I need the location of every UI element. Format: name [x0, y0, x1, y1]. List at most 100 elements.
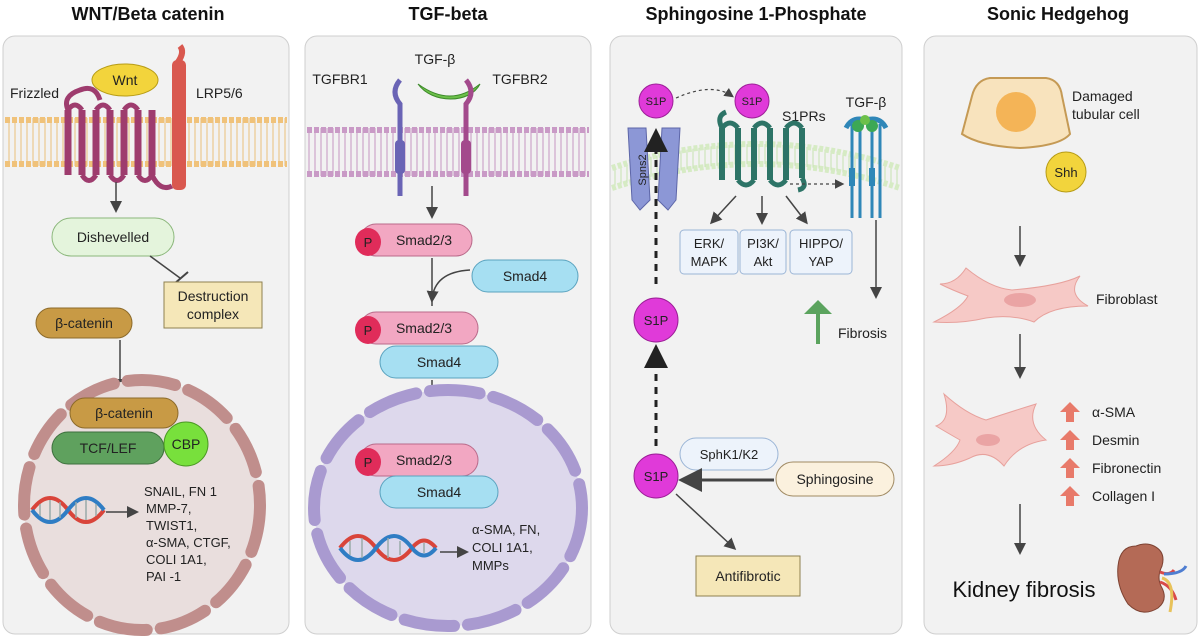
sphk-enzyme — [679, 437, 779, 471]
tgf-target-2: MMPs — [472, 558, 509, 573]
tcf-label: TCF/LEF — [80, 440, 137, 456]
kidney-fibrosis-label: Kidney fibrosis — [952, 577, 1095, 602]
wnt-membrane — [5, 117, 287, 167]
s1p-mid — [633, 297, 679, 343]
tgf-ligand-label: TGF-β — [415, 51, 456, 67]
panel-title-wnt: WNT/Beta catenin — [71, 4, 224, 24]
wnt-target-1: MMP-7, — [146, 501, 192, 516]
lrp-label: LRP5/6 — [196, 85, 243, 101]
tgf-dna — [338, 534, 438, 562]
phospho-b — [355, 316, 381, 344]
smad4-free — [471, 259, 579, 293]
frizzled-receptor — [64, 110, 156, 175]
smad4-complex — [379, 345, 499, 379]
phospho-a-label: P — [364, 235, 373, 250]
fibroblast-nucleus — [1004, 293, 1036, 307]
s1prs-label: S1PRs — [782, 108, 826, 124]
erk-label-2: MAPK — [691, 254, 728, 269]
phospho-a — [355, 228, 381, 256]
tubular-nucleus — [996, 92, 1036, 132]
panel-title-tgf: TGF-beta — [409, 4, 489, 24]
tubular-label-1: Damaged — [1072, 88, 1133, 104]
s1p-exported-label: S1P — [646, 96, 667, 108]
tgfbr1 — [392, 78, 403, 196]
wnt-target-0: SNAIL, FN 1 — [144, 484, 217, 499]
tgfbr2-label: TGFBR2 — [492, 71, 547, 87]
tgfbr1-label: TGFBR1 — [312, 71, 367, 87]
phospho-c — [355, 448, 381, 476]
lrp-receptor — [172, 60, 186, 190]
phospho-b-label: P — [364, 323, 373, 338]
myofibroblast-nucleus — [976, 434, 1000, 446]
tubular-label-2: tubular cell — [1072, 106, 1140, 122]
antifibrotic-label: Antifibrotic — [715, 568, 780, 584]
wnt-dna — [30, 496, 106, 524]
sphingosine — [775, 461, 895, 497]
panel-title-s1p: Sphingosine 1-Phosphate — [645, 4, 866, 24]
shh-ligand — [1045, 151, 1087, 193]
tgf-beta-ligand — [417, 83, 481, 100]
pi3k-label-1: PI3K/ — [747, 236, 779, 251]
myofibroblast-cell — [932, 392, 1048, 467]
frizzled-label: Frizzled — [10, 85, 59, 101]
smad23-a-label: Smad2/3 — [396, 232, 452, 248]
s1p-mid-label: S1P — [644, 313, 669, 328]
dishevelled — [51, 217, 175, 257]
smad4-nucleus — [379, 475, 499, 509]
hippo-label-2: YAP — [808, 254, 833, 269]
marker-3: Collagen I — [1092, 488, 1155, 504]
phospho-c-label: P — [364, 455, 373, 470]
panel-title-shh: Sonic Hedgehog — [987, 4, 1129, 24]
wnt-target-3: α-SMA, CTGF, — [146, 535, 231, 550]
s1p-intracellular-label: S1P — [644, 469, 669, 484]
hippo-label-1: HIPPO/ — [799, 236, 843, 251]
tgf-target-1: COLI 1A1, — [472, 540, 533, 555]
shh-label: Shh — [1054, 165, 1077, 180]
inhibition-line — [149, 255, 181, 279]
destruction-label-1: Destruction — [178, 288, 249, 304]
s1pr-receptor — [719, 128, 805, 180]
wnt-label: Wnt — [113, 72, 138, 88]
destruction-label-2: complex — [187, 306, 239, 322]
beta-catenin-nuc-label: β-catenin — [95, 405, 153, 421]
s1p-bound — [734, 83, 770, 119]
pi3k-box — [739, 229, 787, 275]
pi3k-label-2: Akt — [754, 254, 773, 269]
smad23-b-label: Smad2/3 — [396, 320, 452, 336]
up-arrow-fibrosis — [804, 300, 832, 344]
s1p-exported — [638, 83, 674, 119]
marker-1: Desmin — [1092, 432, 1139, 448]
s1p-bound-label: S1P — [742, 96, 763, 108]
hippo-box — [789, 229, 853, 275]
smad23-c-label: Smad2/3 — [396, 452, 452, 468]
smad4-nucleus-label: Smad4 — [417, 484, 462, 500]
smad4-free-label: Smad4 — [503, 268, 548, 284]
tgf-target-0: α-SMA, FN, — [472, 522, 540, 537]
erk-box — [679, 229, 739, 275]
fibrosis-label: Fibrosis — [838, 325, 887, 341]
tgf-membrane — [307, 127, 589, 177]
marker-up-arrows — [1060, 402, 1080, 506]
dishevelled-label: Dishevelled — [77, 229, 149, 245]
sphk-label: SphK1/K2 — [700, 447, 759, 462]
spns2-label: Spns2 — [637, 154, 649, 185]
cbp-label: CBP — [172, 436, 201, 452]
wnt-target-5: PAI -1 — [146, 569, 181, 584]
kidney-icon — [1117, 543, 1188, 613]
sphingosine-label: Sphingosine — [796, 471, 873, 487]
marker-2: Fibronectin — [1092, 460, 1161, 476]
wnt-ligand — [91, 63, 159, 97]
s1p-tgfb-label: TGF-β — [846, 94, 887, 110]
panel-shh — [923, 35, 1198, 635]
smad4-complex-label: Smad4 — [417, 354, 462, 370]
beta-catenin-cytoplasm — [35, 307, 133, 339]
marker-0: α-SMA — [1092, 404, 1136, 420]
tgfb-receptor-s1p — [843, 115, 889, 218]
wnt-target-2: TWIST1, — [146, 518, 197, 533]
tgfbr2 — [463, 78, 474, 196]
destruction-complex — [163, 281, 263, 329]
beta-catenin-cyto-label: β-catenin — [55, 315, 113, 331]
antifibrotic-box — [695, 555, 801, 597]
fibroblast-label: Fibroblast — [1096, 291, 1158, 307]
